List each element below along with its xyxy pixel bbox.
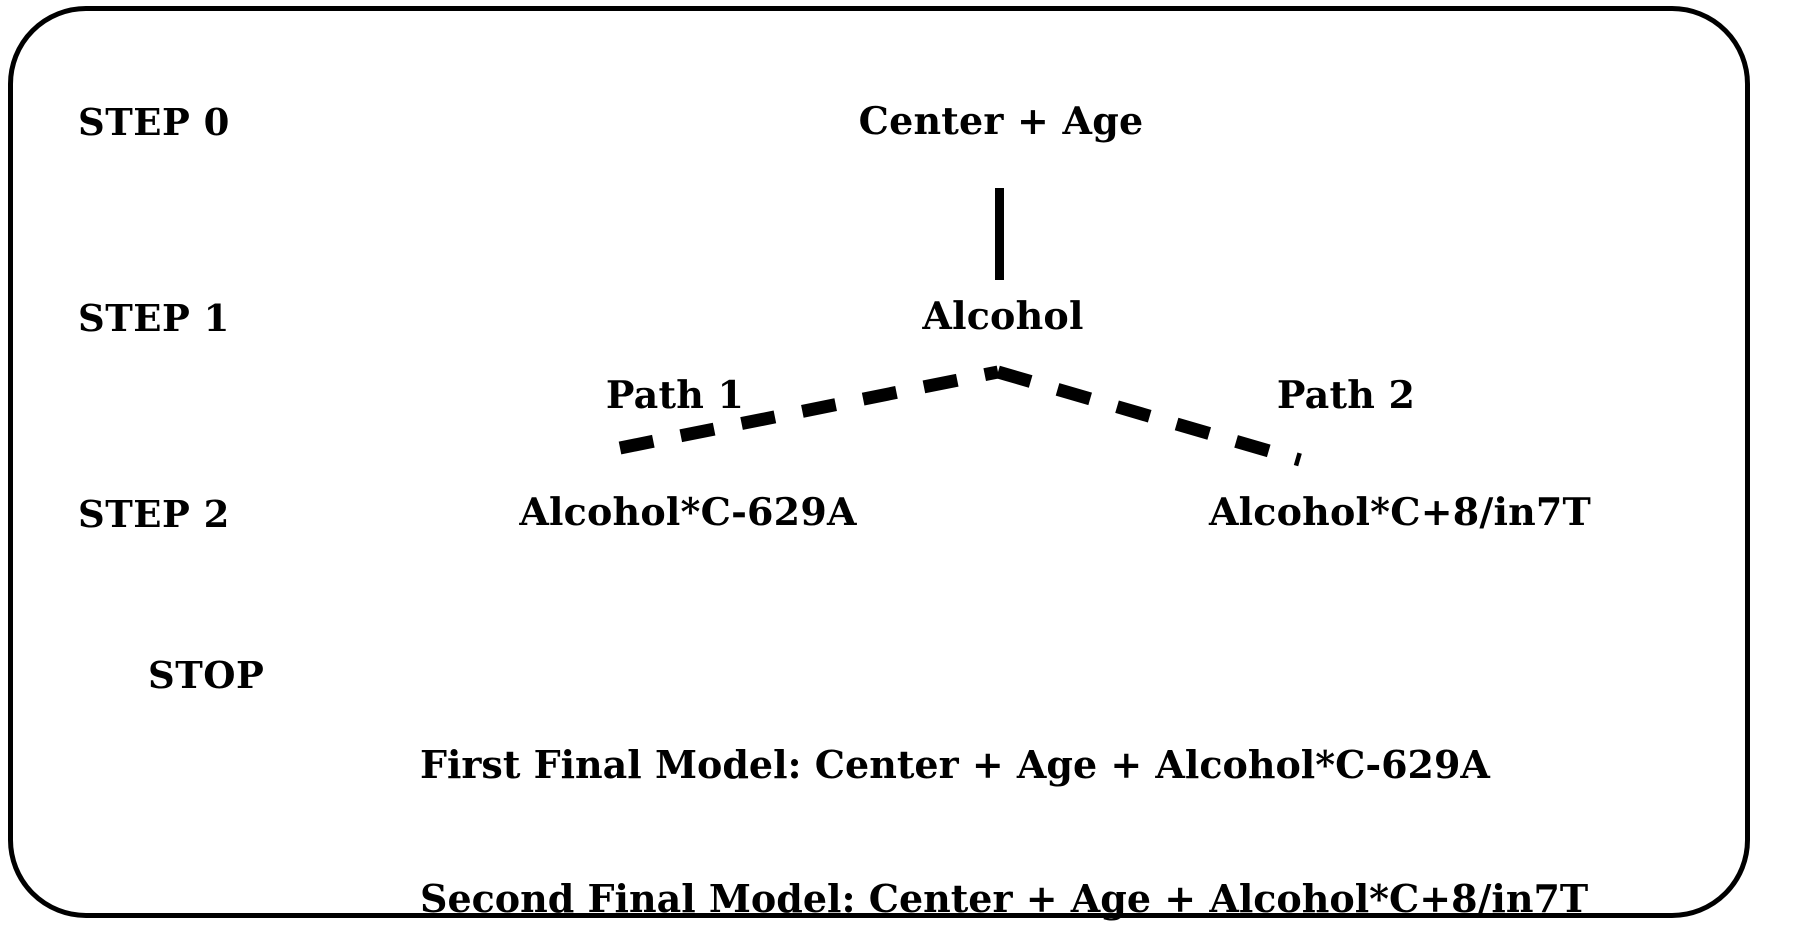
connector-step0-to-step1 (995, 188, 1004, 280)
step-2-term-path1-outcome: Alcohol*C-629A (519, 489, 857, 534)
stop-label: STOP (148, 653, 265, 697)
final-models-block: First Final Model: Center + Age + Alcoho… (420, 653, 1588, 939)
first-final-model-text: First Final Model: Center + Age + Alcoho… (420, 741, 1490, 787)
path-2-label: Path 2 (1276, 372, 1416, 417)
step-0-term-center-age: Center + Age (858, 98, 1144, 143)
step-2-label: STEP 2 (78, 492, 230, 536)
diagram-frame-border (8, 6, 1750, 918)
step-0-label: STEP 0 (78, 100, 230, 144)
second-final-model-text: Second Final Model: Center + Age + Alcoh… (420, 876, 1589, 922)
step-1-label: STEP 1 (78, 296, 230, 340)
connector-step1-to-step2-dashed-v (618, 365, 1302, 467)
path-1-label: Path 1 (605, 372, 745, 417)
step-2-term-path2-outcome: Alcohol*C+8/in7T (1208, 489, 1592, 534)
step-1-term-alcohol: Alcohol (922, 293, 1084, 338)
